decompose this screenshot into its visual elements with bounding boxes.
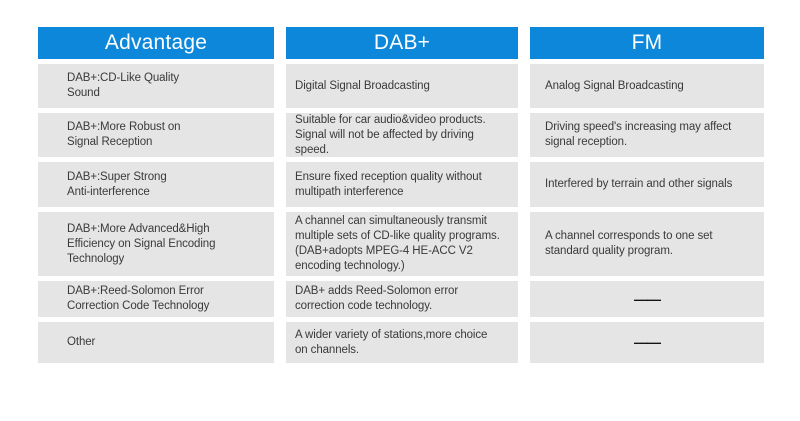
cell-r2-fm: Driving speed's increasing may affect si…: [530, 113, 764, 157]
cell-r5-fm-dash: ——: [530, 281, 764, 317]
cell-r3-dab: Ensure fixed reception quality without m…: [286, 162, 518, 207]
cell-r5-dab: DAB+ adds Reed-Solomon error correction …: [286, 281, 518, 317]
cell-r2-advantage: DAB+:More Robust on Signal Reception: [38, 113, 274, 157]
cell-r4-dab: A channel can simultaneously transmit mu…: [286, 212, 518, 276]
cell-r2-dab: Suitable for car audio&video products. S…: [286, 113, 518, 157]
header-advantage: Advantage: [38, 27, 274, 59]
cell-r4-advantage: DAB+:More Advanced&High Efficiency on Si…: [38, 212, 274, 276]
cell-r1-fm: Analog Signal Broadcasting: [530, 64, 764, 108]
cell-r1-advantage: DAB+:CD-Like Quality Sound: [38, 64, 274, 108]
cell-r6-fm-dash: ——: [530, 322, 764, 363]
cell-r6-dab: A wider variety of stations,more choice …: [286, 322, 518, 363]
header-dab: DAB+: [286, 27, 518, 59]
header-fm: FM: [530, 27, 764, 59]
cell-r6-advantage: Other: [38, 322, 274, 363]
cell-r4-fm: A channel corresponds to one set standar…: [530, 212, 764, 276]
cell-r5-advantage: DAB+:Reed-Solomon Error Correction Code …: [38, 281, 274, 317]
cell-r3-fm: Interfered by terrain and other signals: [530, 162, 764, 207]
comparison-table: Advantage DAB+ FM DAB+:CD-Like Quality S…: [38, 27, 764, 363]
cell-r3-advantage: DAB+:Super Strong Anti-interference: [38, 162, 274, 207]
cell-r1-dab: Digital Signal Broadcasting: [286, 64, 518, 108]
